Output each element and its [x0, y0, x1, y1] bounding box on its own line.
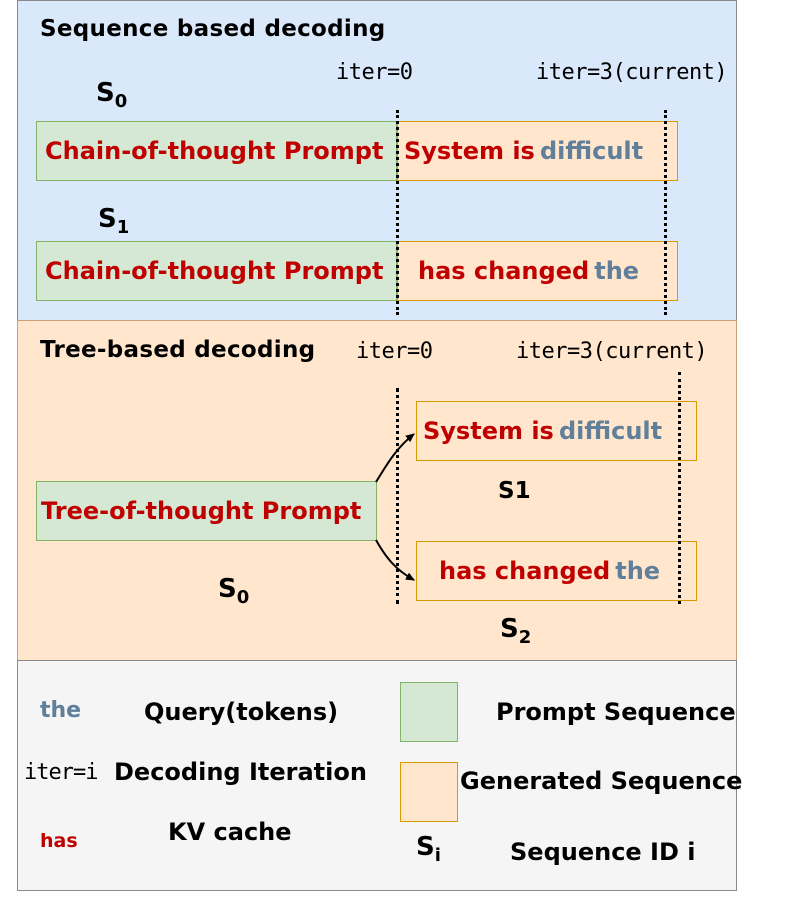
legend-iter-sample: iter=i	[24, 760, 98, 785]
legend-query-sample: the	[40, 698, 82, 723]
arrow-to-branch2	[375, 539, 415, 581]
legend-prompt-desc: Prompt Sequence	[496, 698, 736, 726]
tree-sequence-id-s0: S0	[218, 574, 250, 609]
sequence-row1-prompt-text: Chain-of-thought Prompt	[45, 257, 384, 285]
sequence-row1-query-text: the	[594, 257, 640, 285]
sequence-row0-prompt-text: Chain-of-thought Prompt	[45, 137, 384, 165]
legend-prompt-swatch	[400, 682, 458, 742]
tree-branch1-generated-box: System is difficult	[416, 401, 697, 461]
sequence-row0-query-text: difficult	[539, 137, 644, 165]
tree-iter3-divider	[678, 372, 681, 604]
legend-sequence-id-desc: Sequence ID i	[510, 838, 696, 866]
legend-kv-sample: has	[40, 830, 78, 852]
sequence-id-s0: S0	[96, 78, 128, 113]
sequence-panel-heading: Sequence based decoding	[40, 16, 386, 42]
sequence-row1-prompt-box: Chain-of-thought Prompt	[36, 241, 397, 301]
sequence-iter3-divider	[664, 110, 667, 315]
tree-branch1-id: S1	[498, 478, 531, 504]
tree-branch2-query-text: the	[615, 557, 661, 585]
sequence-iter-start-label: iter=0	[336, 60, 413, 85]
legend-query-desc: Query(tokens)	[144, 698, 339, 726]
tree-iter-current-label: iter=3(current)	[516, 339, 708, 364]
tree-branch2-kv-text: has changed	[439, 557, 611, 585]
tree-prompt-text: Tree-of-thought Prompt	[41, 497, 362, 525]
legend-iter-desc: Decoding Iteration	[114, 758, 367, 786]
tree-branch2-id: S2	[500, 614, 532, 649]
arrow-to-branch1	[375, 433, 415, 483]
tree-panel-heading: Tree-based decoding	[40, 337, 316, 363]
tree-branch1-query-text: difficult	[558, 417, 663, 445]
legend-generated-desc: Generated Sequence	[460, 767, 743, 795]
sequence-row0-kv-text: System is	[404, 137, 535, 165]
sequence-iter0-divider	[396, 110, 399, 315]
tree-branch2-generated-box: has changed the	[416, 541, 697, 601]
tree-iter-start-label: iter=0	[356, 339, 433, 364]
sequence-id-s1: S1	[98, 204, 130, 239]
tree-branch1-kv-text: System is	[423, 417, 554, 445]
sequence-row0-generated-box: System is difficult	[397, 121, 678, 181]
tree-iter0-divider	[396, 388, 399, 604]
sequence-row0-prompt-box: Chain-of-thought Prompt	[36, 121, 397, 181]
sequence-row1-generated-box: has changed the	[397, 241, 678, 301]
legend-generated-swatch	[400, 762, 458, 822]
sequence-iter-current-label: iter=3(current)	[536, 60, 728, 85]
legend-kv-desc: KV cache	[168, 818, 292, 846]
sequence-row1-kv-text: has changed	[418, 257, 590, 285]
legend-panel	[17, 660, 737, 891]
tree-prompt-box: Tree-of-thought Prompt	[36, 481, 377, 541]
legend-sequence-id-sample: Si	[416, 832, 441, 867]
